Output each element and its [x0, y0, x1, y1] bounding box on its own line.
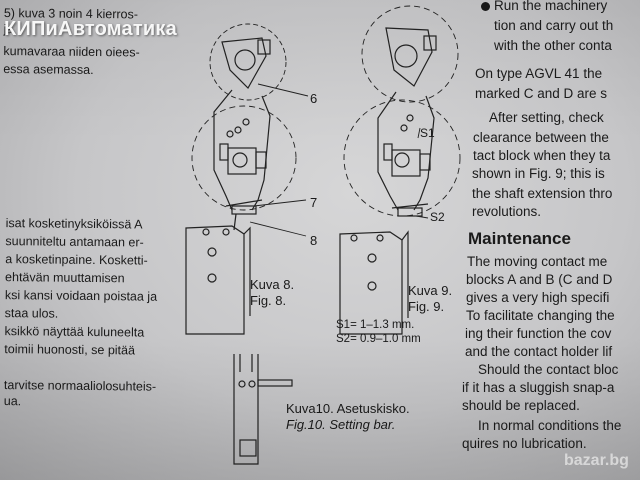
english-line: On type AGVL 41 the	[475, 66, 603, 81]
english-line: the shaft extension thro	[472, 186, 613, 201]
fig10-caption-fi: Kuva10. Asetuskisko.	[286, 401, 410, 416]
fig9-mechanism	[339, 5, 461, 335]
callout-6: 6	[310, 91, 318, 106]
bazar-watermark: bazar.bg	[564, 452, 629, 469]
english-line: and the contact holder lif	[465, 344, 613, 359]
english-line: Should the contact bloc	[478, 362, 619, 377]
fig8-caption-fi: Kuva 8.	[250, 277, 295, 292]
english-line: The moving contact me	[467, 254, 608, 269]
callout-s2: S2	[430, 210, 445, 224]
english-line: After setting, check	[489, 110, 604, 125]
english-line: clearance between the	[473, 130, 609, 145]
fig10-caption-en: Fig.10. Setting bar.	[286, 417, 396, 432]
maintenance-heading: Maintenance	[468, 229, 571, 248]
fig10-setting-bar	[233, 354, 293, 465]
english-line: shown in Fig. 9; this is	[472, 166, 605, 181]
callout-7: 7	[310, 195, 318, 210]
s2-spec: S2= 0.9–1.0 mm	[336, 333, 421, 345]
fig9-caption-en: Fig. 9.	[408, 299, 445, 314]
english-line: quires no lubrication.	[462, 436, 587, 451]
english-line: if it has a sluggish snap-a	[462, 380, 615, 395]
english-line: ing their function the cov	[465, 326, 612, 341]
s1-spec: S1= 1–1.3 mm.	[336, 319, 415, 331]
fig9-caption-fi: Kuva 9.	[408, 283, 453, 298]
english-line: marked C and D are s	[475, 86, 608, 101]
fig8-caption-en: Fig. 8.	[250, 293, 287, 308]
fig8-mechanism	[185, 23, 309, 335]
callout-s1: S1	[420, 126, 435, 140]
english-line: Run the machinery	[494, 0, 608, 13]
watermark-logo: КИПиАвтоматика	[4, 18, 177, 40]
bullet-icon	[481, 2, 490, 11]
english-line: In normal conditions the	[478, 418, 622, 433]
english-line: tact block when they ta	[473, 148, 611, 163]
english-line: revolutions.	[472, 204, 542, 219]
english-line: blocks A and B (C and D	[466, 272, 613, 287]
english-line: should be replaced.	[462, 398, 580, 413]
english-line: with the other conta	[494, 38, 612, 53]
english-line: To facilitate changing the	[466, 308, 615, 323]
english-line: tion and carry out th	[494, 18, 614, 33]
english-line: gives a very high specifi	[466, 290, 610, 305]
callout-8: 8	[310, 233, 318, 248]
